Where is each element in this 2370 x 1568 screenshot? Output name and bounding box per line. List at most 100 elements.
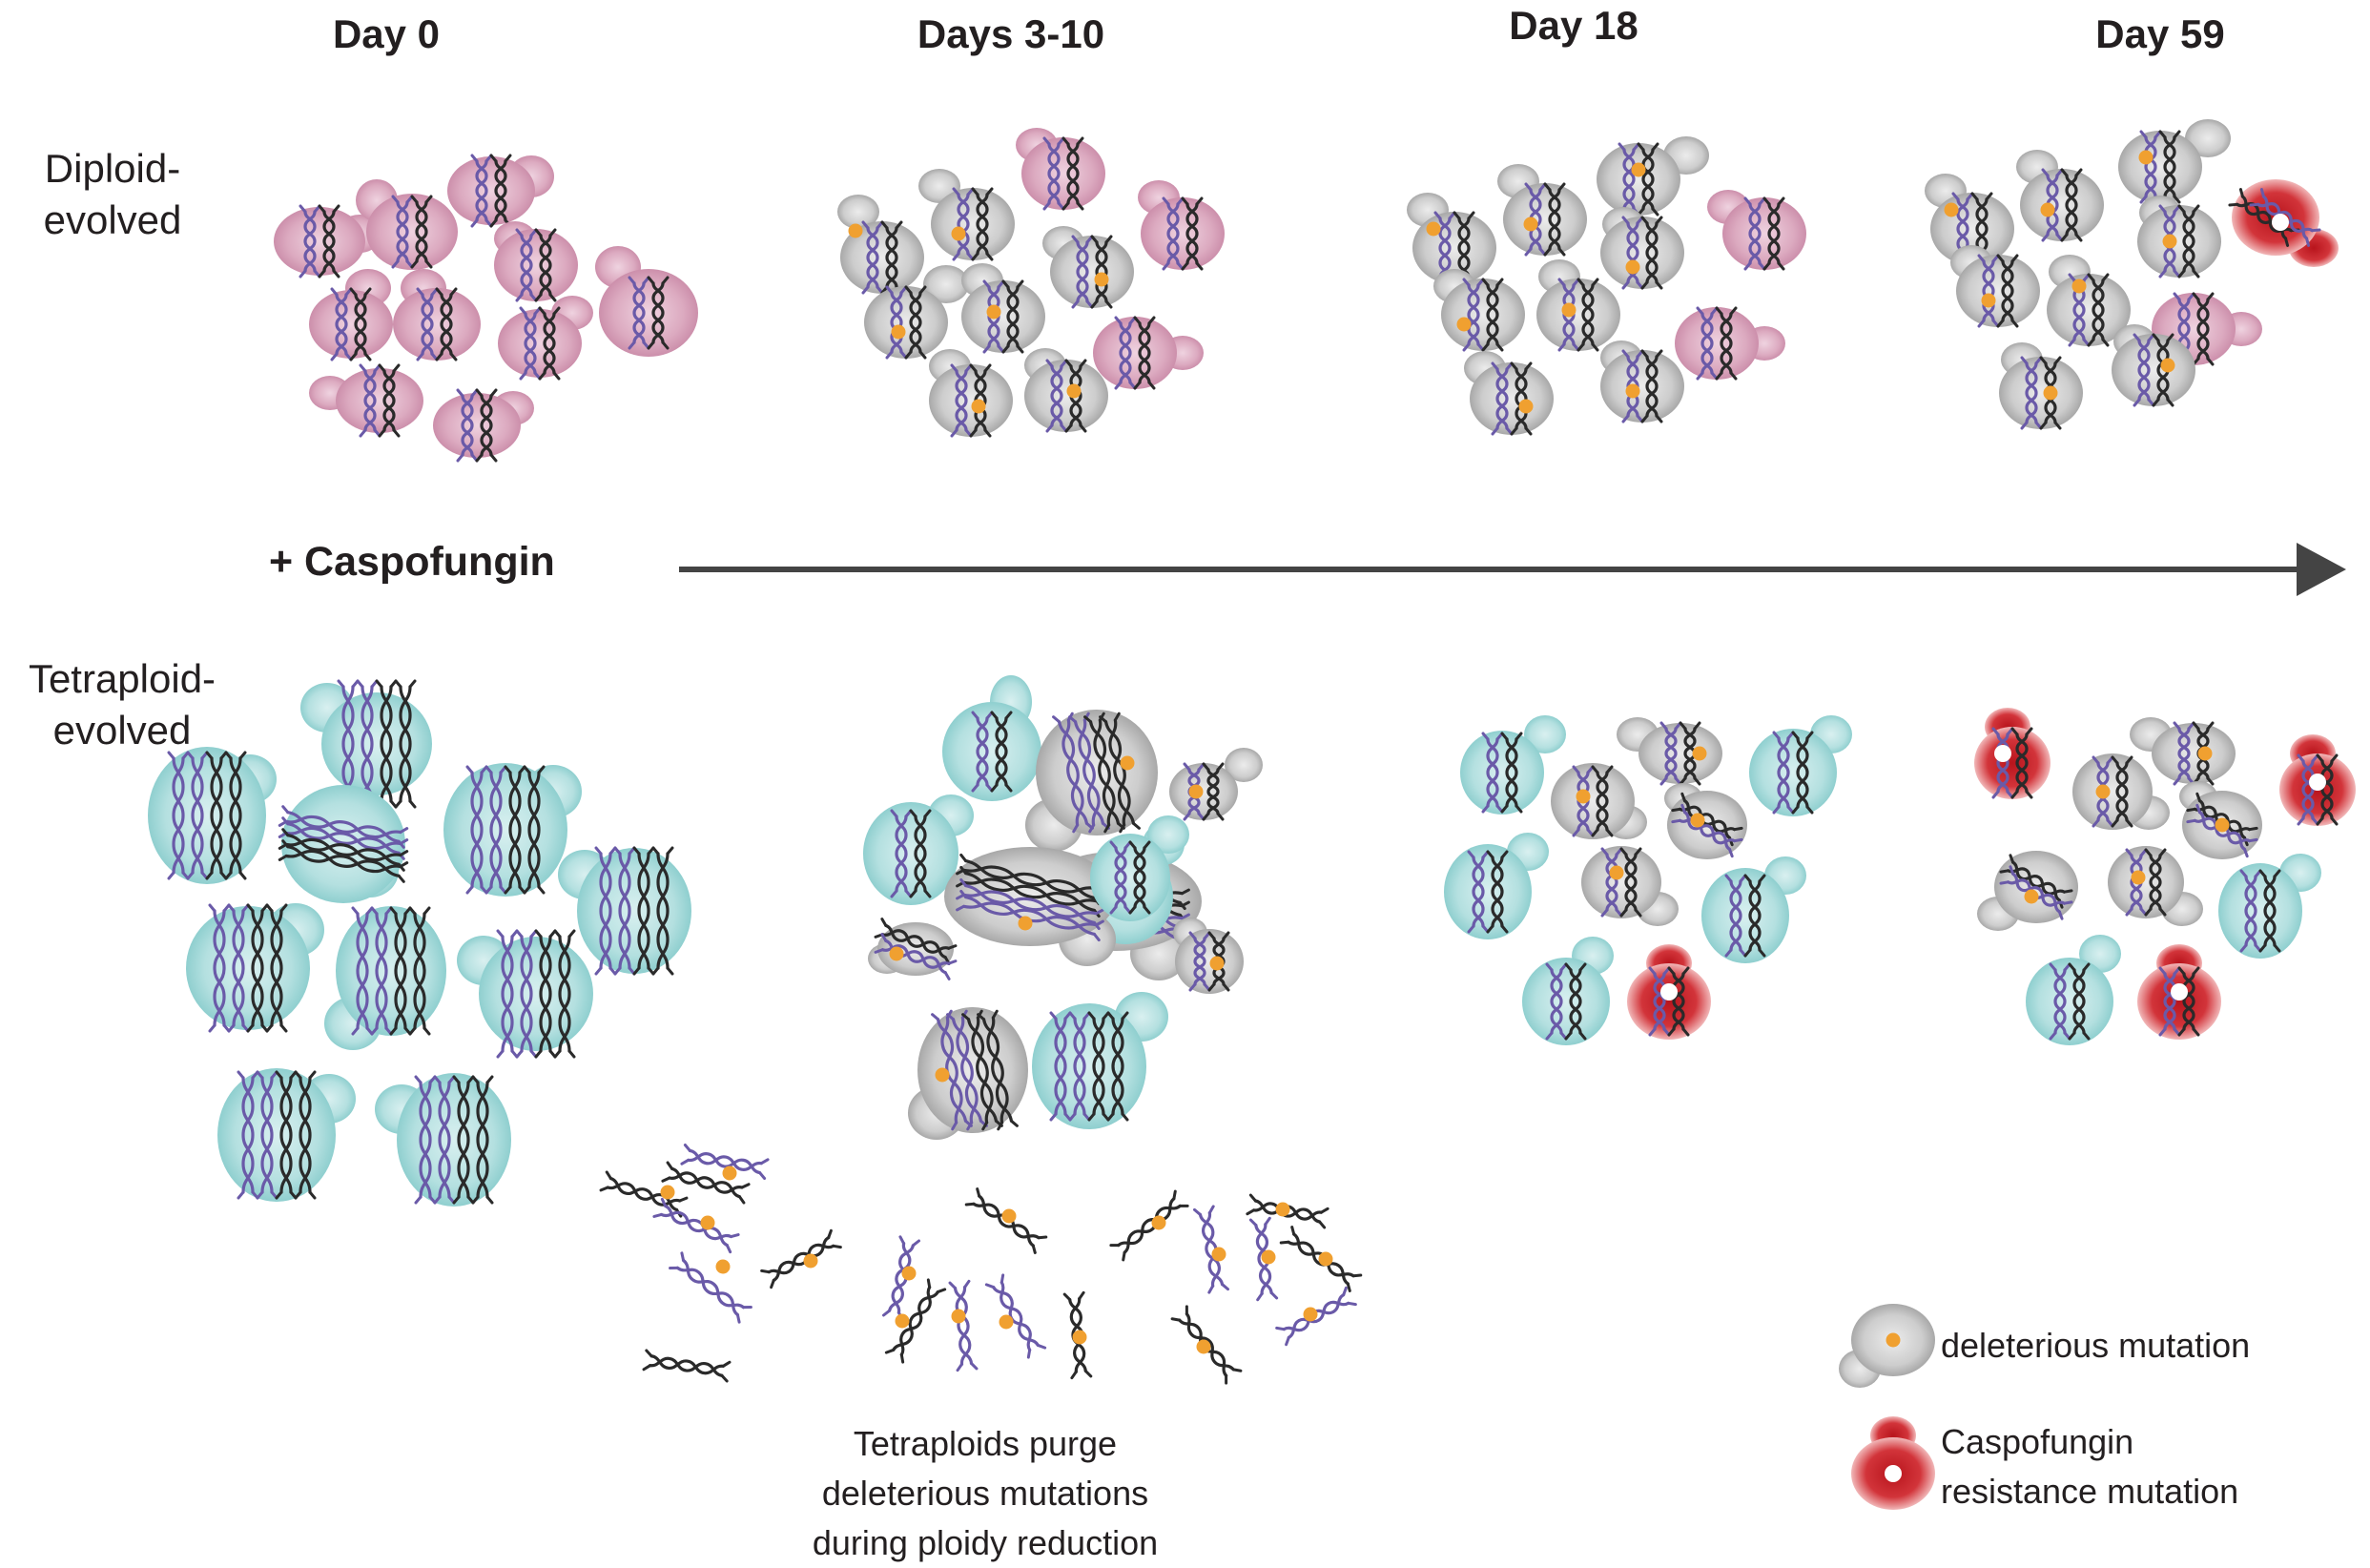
mutant-cell — [1551, 763, 1647, 839]
chromosome-icon — [1637, 142, 1659, 217]
mutation-dot-icon — [935, 1067, 950, 1083]
mutant-cell — [1600, 207, 1684, 290]
mutation-dot-icon — [1981, 293, 1996, 308]
chromosome-icon — [1061, 136, 1084, 211]
mutant-cell — [1999, 342, 2083, 430]
timepoint-day-0: Day 0 — [332, 11, 441, 56]
chromosome-icon — [652, 1197, 740, 1254]
chromosome-icon — [278, 805, 409, 849]
diploid-cell — [1016, 128, 1105, 211]
mutation-dot-icon — [848, 223, 863, 238]
chromosome-icon — [246, 903, 269, 1033]
chromosome-icon — [1659, 721, 1682, 786]
chromosome-icon — [1099, 712, 1141, 834]
chromosome-icon — [1743, 874, 1766, 958]
chromosome-icon — [1500, 732, 1523, 814]
chromosome-icon — [410, 195, 433, 269]
chromosome-icon — [1481, 278, 1504, 352]
mutation-dot-icon — [1151, 1215, 1166, 1230]
diploid-cell — [1138, 180, 1225, 271]
chromosome-icon — [275, 1070, 298, 1200]
chromosome-icon — [2068, 962, 2091, 1041]
mutation-dot-icon — [2138, 150, 2154, 165]
tetraploid-cell — [942, 675, 1041, 801]
chromosome-icon — [205, 751, 228, 880]
chromosome-icon — [471, 1075, 494, 1205]
mutation-dot-icon — [803, 1253, 818, 1269]
chromosome-icon — [952, 187, 975, 261]
mutant-cell — [2179, 781, 2262, 859]
chromosome-icon — [1071, 235, 1094, 309]
tetraploid-cell — [278, 785, 409, 903]
chromosome-icon — [370, 906, 393, 1036]
mutant-cell — [1433, 269, 1525, 352]
chromosome-icon — [2144, 848, 2167, 917]
mutation-dot-icon — [1072, 1330, 1087, 1345]
resistance-mutation-dot-icon — [1885, 1465, 1902, 1482]
chromosome-icon — [391, 195, 414, 269]
mutant-cell — [1464, 351, 1554, 436]
mutation-dot-icon — [2197, 746, 2213, 761]
resistance-mutation-dot-icon — [2171, 983, 2188, 1001]
chromosome-icon — [299, 204, 321, 279]
chromosome-icon — [465, 765, 488, 895]
chromosome-icon — [1106, 1011, 1129, 1122]
legend-mutant-cell-icon — [1839, 1304, 1935, 1388]
resistant-cell — [2137, 944, 2221, 1040]
mutation-dot-icon — [1609, 865, 1624, 880]
chromosome-icon — [534, 228, 557, 302]
mutant-cell — [944, 847, 1116, 966]
chromosome-icon — [1462, 278, 1485, 352]
mutant-cell — [2118, 119, 2231, 204]
chromosome-icon — [651, 846, 674, 976]
chromosome-icon — [1564, 962, 1587, 1041]
chromosome-icon — [1467, 850, 1490, 934]
mutation-dot-icon — [1209, 956, 1225, 971]
chromosome-icon — [1667, 966, 1690, 1037]
chromosome-icon — [208, 903, 231, 1033]
chromosome-icon — [394, 679, 417, 809]
chromosome-icon — [452, 1075, 475, 1205]
mutation-dot-icon — [2131, 870, 2146, 885]
chromosome-icon — [489, 154, 512, 228]
mutant-cell — [2137, 196, 2221, 279]
chromosome-icon — [1001, 279, 1024, 354]
chromosome-icon — [2297, 753, 2319, 826]
mutant-cell — [1042, 226, 1134, 309]
legend-resistance-label: Caspofungin resistance mutation — [1941, 1422, 2239, 1511]
chromosome-icon — [1618, 142, 1640, 217]
chromosome-icon — [456, 388, 479, 463]
tetraploid-cell — [558, 846, 691, 976]
chromosome-icon — [330, 287, 353, 361]
chromosome-icon — [2020, 356, 2043, 430]
chromosome-icon — [647, 276, 670, 350]
chromosome-icon — [904, 285, 927, 360]
chromosome-icon — [1114, 316, 1137, 390]
mutation-dot-icon — [1576, 789, 1591, 804]
chromosome-icon — [880, 220, 903, 295]
diploid-cell — [274, 204, 382, 279]
chromosome-icon — [956, 877, 1104, 931]
diploid-cell — [393, 269, 481, 361]
chromosome-icon — [661, 1161, 751, 1205]
tetraploid-cell — [2026, 935, 2121, 1045]
mutant-cell — [1977, 851, 2078, 931]
chromosome-icon — [613, 846, 636, 976]
diploid-cell — [1675, 306, 1785, 381]
chromosome-icon — [2158, 966, 2181, 1037]
chromosome-icon — [1640, 216, 1663, 290]
chromosome-icon — [1181, 196, 1204, 271]
chromosome-icon — [294, 1070, 317, 1200]
tetraploid-cell — [457, 929, 593, 1059]
chromosome-icon — [1671, 792, 1743, 847]
mutation-dot-icon — [1318, 1251, 1333, 1267]
chromosome-icon — [1977, 254, 2000, 328]
tetraploid-cell — [1444, 833, 1549, 939]
chromosome-icon — [2060, 168, 2083, 242]
chromosome-icon — [1772, 731, 1795, 815]
diploid-cell — [1707, 190, 1806, 271]
chromosome-icon — [433, 1075, 456, 1205]
chromosome-icon — [1791, 731, 1814, 815]
mutant-cell — [918, 169, 1015, 261]
